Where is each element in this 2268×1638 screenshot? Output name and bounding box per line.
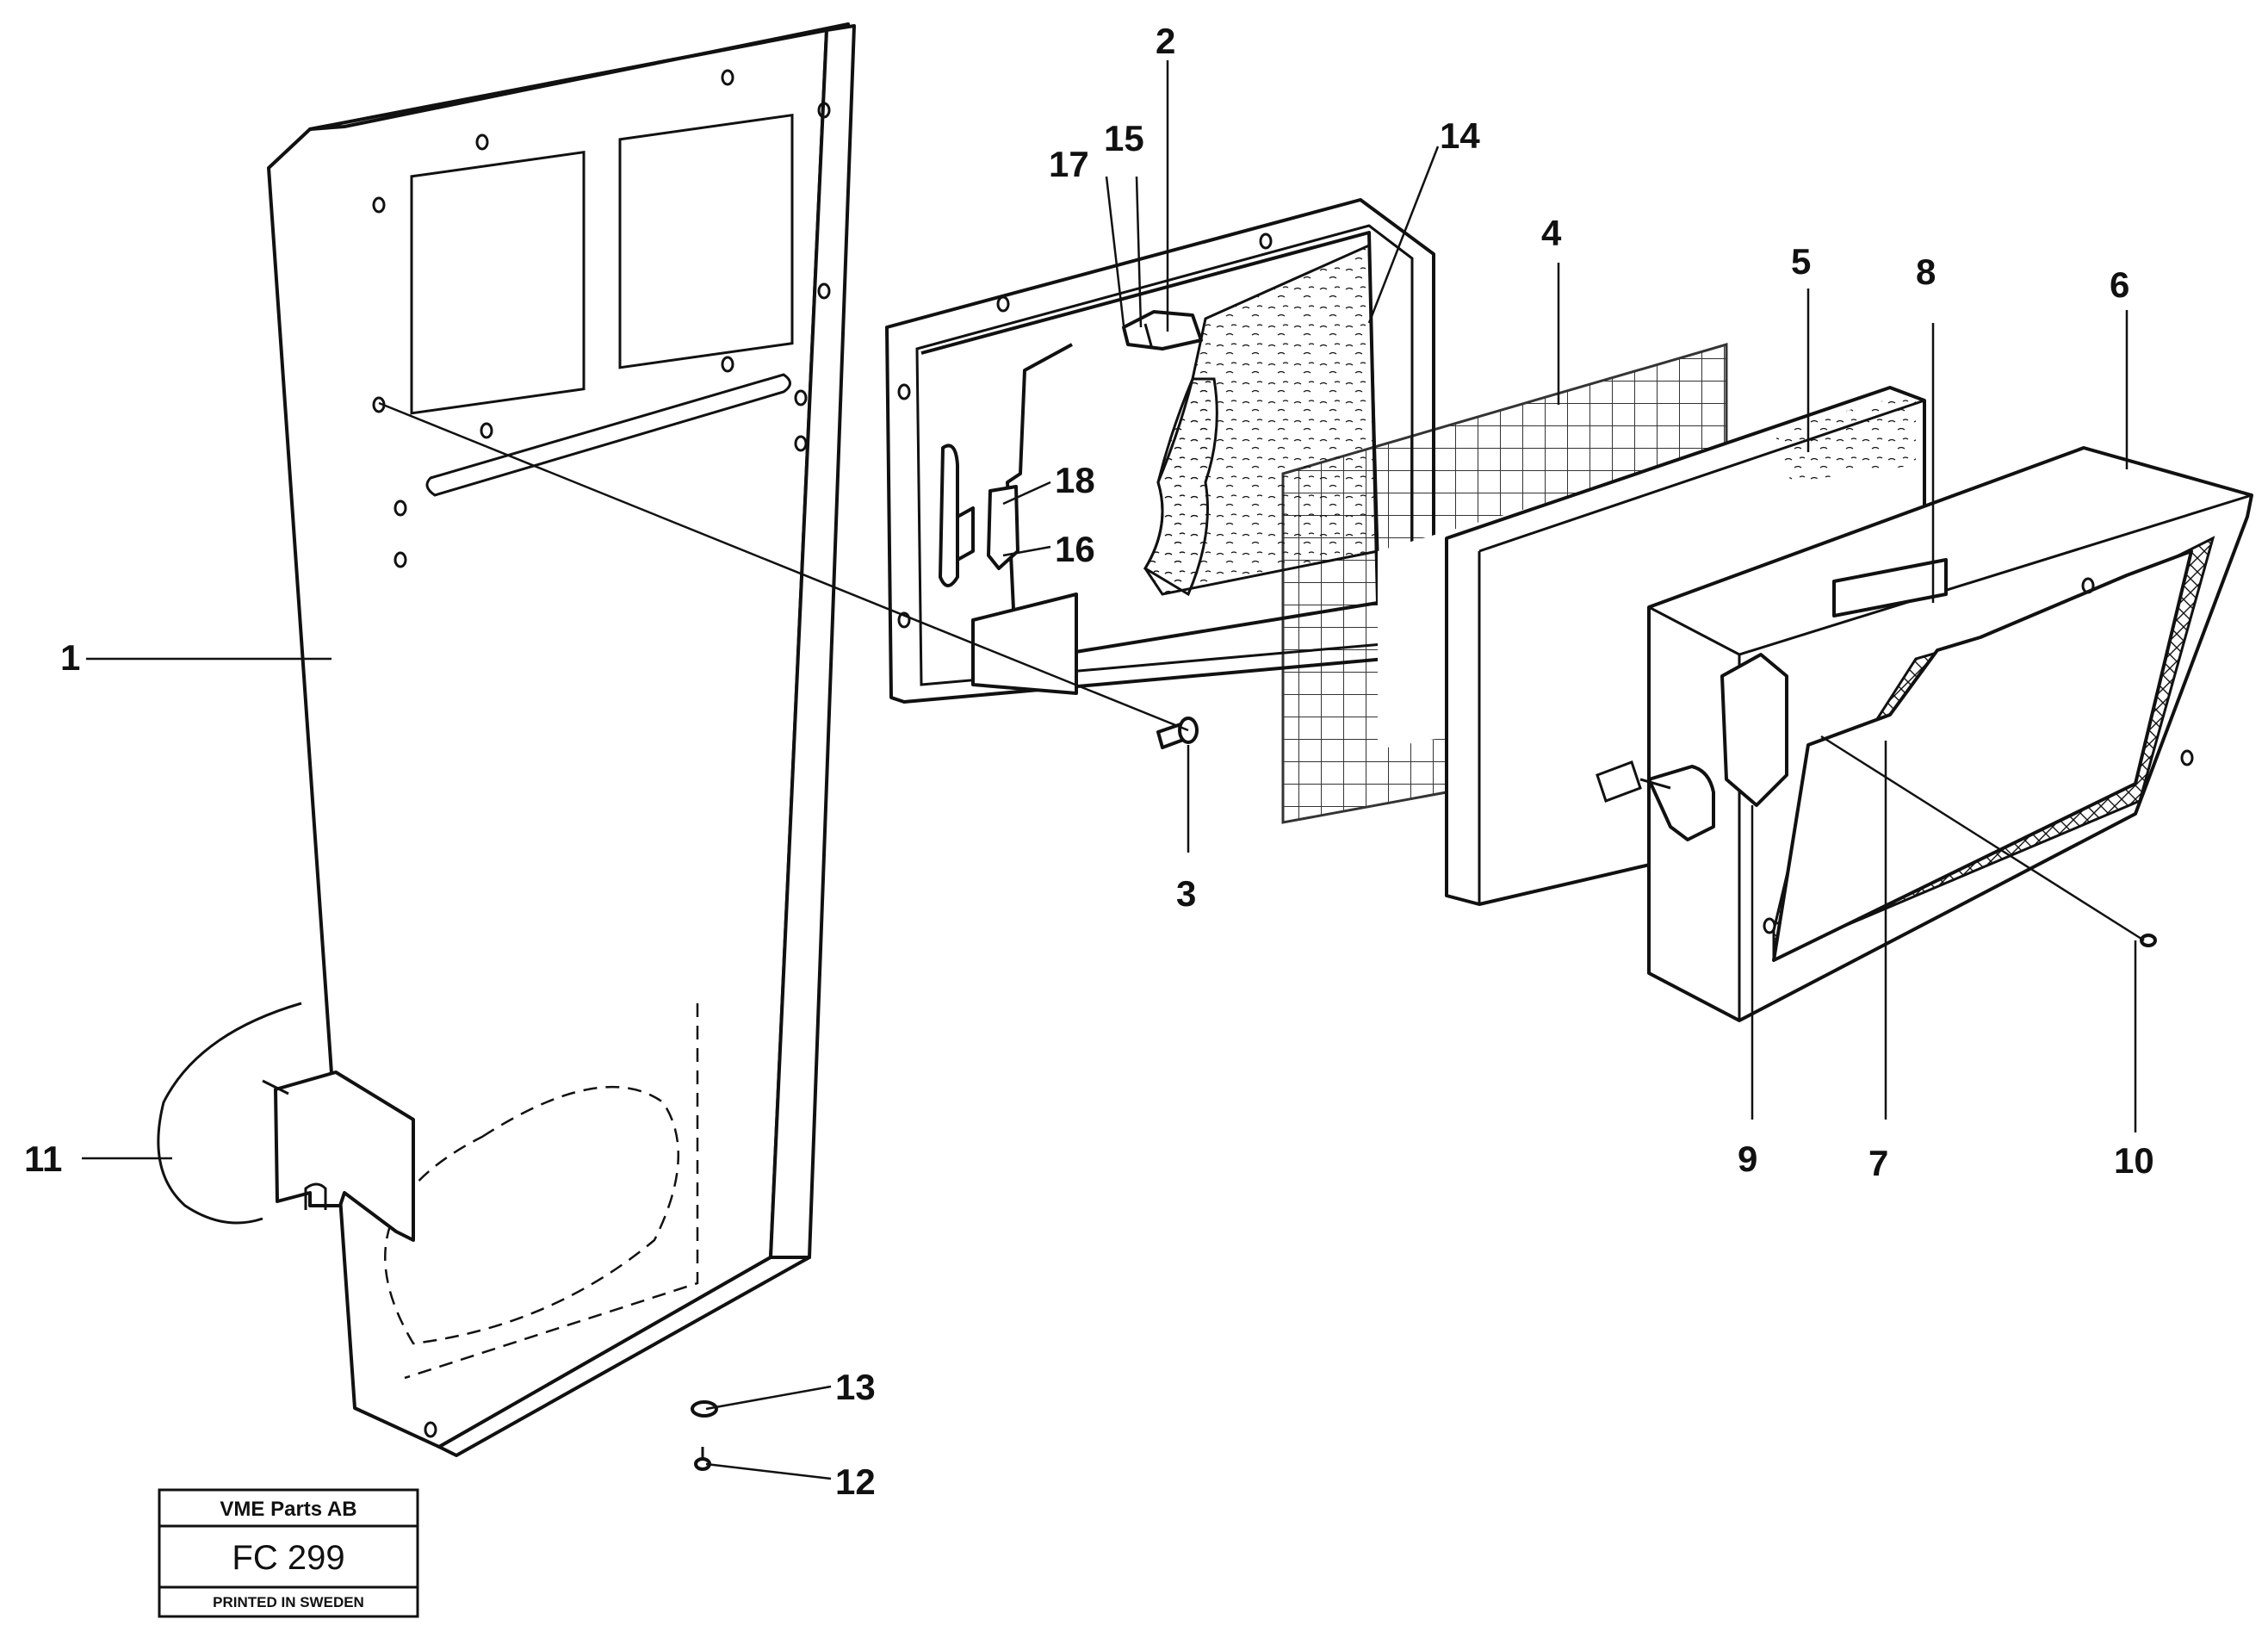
callout-17: 17 [1049,144,1089,184]
callout-4: 4 [1541,213,1562,253]
side-panel [267,22,856,1457]
title-block: VME Parts AB FC 299 PRINTED IN SWEDEN [158,1488,419,1618]
title-block-code: FC 299 [232,1539,344,1577]
callout-14: 14 [1440,115,1480,156]
title-block-printed: PRINTED IN SWEDEN [213,1594,364,1610]
callout-18: 18 [1055,460,1095,500]
outer-housing [1596,446,2253,1022]
callout-3: 3 [1176,873,1196,914]
callout-8: 8 [1916,251,1936,292]
leader-lines [82,60,2145,1480]
callout-12: 12 [835,1461,876,1502]
callout-9: 9 [1738,1139,1757,1179]
title-block-company: VME Parts AB [220,1498,356,1521]
callout-6: 6 [2110,264,2129,305]
screw-12 [694,1447,711,1471]
callout-10: 10 [2114,1140,2154,1181]
screw-3 [1156,717,1199,749]
callout-13: 13 [835,1367,876,1407]
bracket-with-wire [157,1002,415,1242]
callout-11: 11 [24,1139,62,1179]
callout-labels: 1 2 3 4 5 6 7 8 9 10 11 12 13 14 15 16 1… [24,21,2154,1502]
screw-10 [2140,934,2157,947]
callout-15: 15 [1104,118,1144,158]
callout-5: 5 [1791,241,1811,282]
callout-2: 2 [1156,21,1175,61]
callout-1: 1 [60,637,80,678]
washer-13 [691,1400,718,1418]
callout-16: 16 [1055,529,1095,569]
callout-7: 7 [1868,1143,1888,1183]
